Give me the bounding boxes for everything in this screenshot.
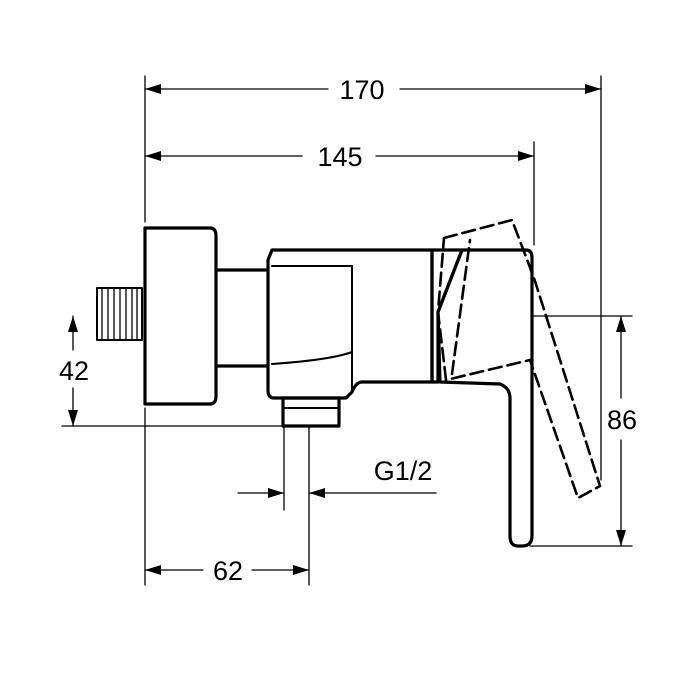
- lever-handle: [436, 248, 534, 548]
- dim-inlet-height: 42: [59, 356, 89, 386]
- mixer-body: [96, 218, 602, 548]
- dimension-labels: 170 145 42 86 G1/2 62: [59, 75, 637, 586]
- dim-thread-size: G1/2: [374, 456, 433, 486]
- outlet: [281, 396, 341, 428]
- arrowhead: [268, 488, 284, 498]
- dim-body-length: 145: [317, 142, 362, 172]
- lever-hub: [430, 248, 464, 384]
- arrowhead: [68, 410, 78, 426]
- arrowhead: [518, 151, 534, 161]
- valve-body: [266, 248, 434, 400]
- arrowhead: [293, 565, 309, 575]
- dim-outlet-offset: 62: [213, 556, 243, 586]
- arrowhead: [309, 488, 325, 498]
- arrowhead: [145, 151, 161, 161]
- arrowhead: [616, 316, 626, 332]
- arrowhead: [585, 84, 601, 94]
- arrowhead: [145, 84, 161, 94]
- arrowhead: [68, 316, 78, 332]
- wall-rosette: [143, 226, 218, 406]
- arrowhead: [616, 530, 626, 546]
- dim-overall-length: 170: [339, 75, 384, 105]
- dim-lever-height: 86: [607, 405, 637, 435]
- lever-open-position: [436, 218, 602, 500]
- inlet-thread: [96, 287, 143, 341]
- dimension-arrows: [68, 84, 626, 575]
- arrowhead: [145, 565, 161, 575]
- extension-lines: [61, 75, 633, 586]
